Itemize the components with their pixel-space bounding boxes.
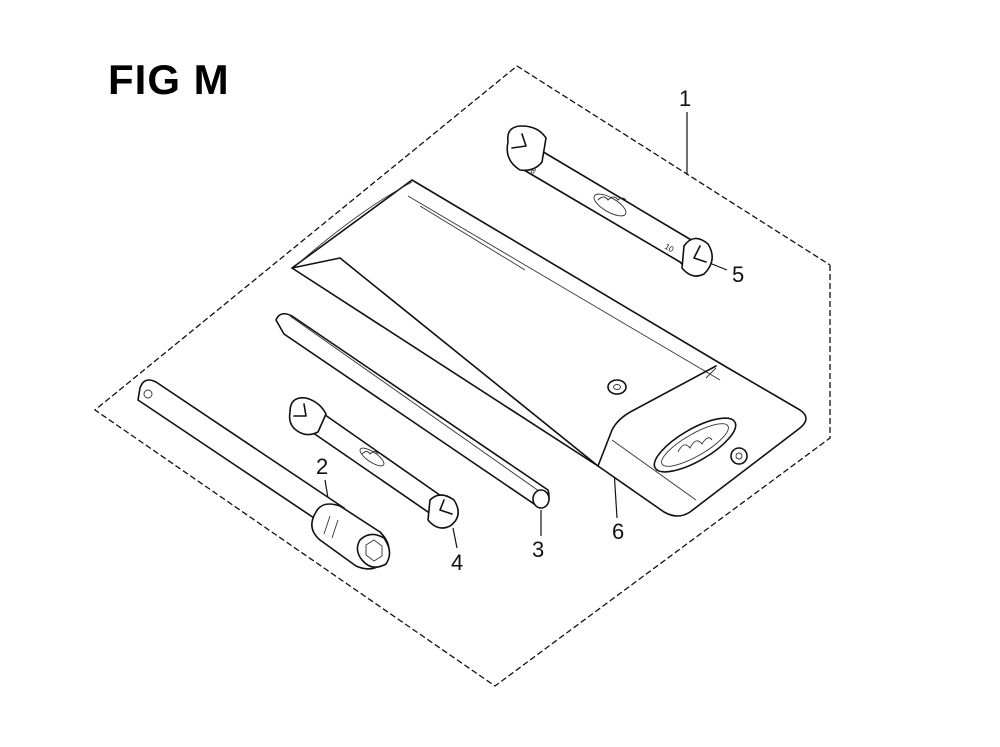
callout-1: 1 [679, 86, 692, 111]
wrench-small [288, 396, 459, 529]
spark-plug-wrench [137, 379, 391, 570]
wrench-top: 8 10 [506, 125, 713, 277]
callout-4: 4 [451, 550, 464, 575]
figure-title: FIG M [108, 56, 230, 103]
tommy-bar [275, 312, 550, 509]
tool-bag [291, 179, 807, 517]
svg-text:8: 8 [529, 166, 538, 176]
callout-5: 5 [732, 262, 745, 287]
callout-6: 6 [612, 519, 625, 544]
callout-3: 3 [532, 537, 545, 562]
kit-boundary [93, 65, 831, 687]
callout-2: 2 [316, 454, 329, 479]
